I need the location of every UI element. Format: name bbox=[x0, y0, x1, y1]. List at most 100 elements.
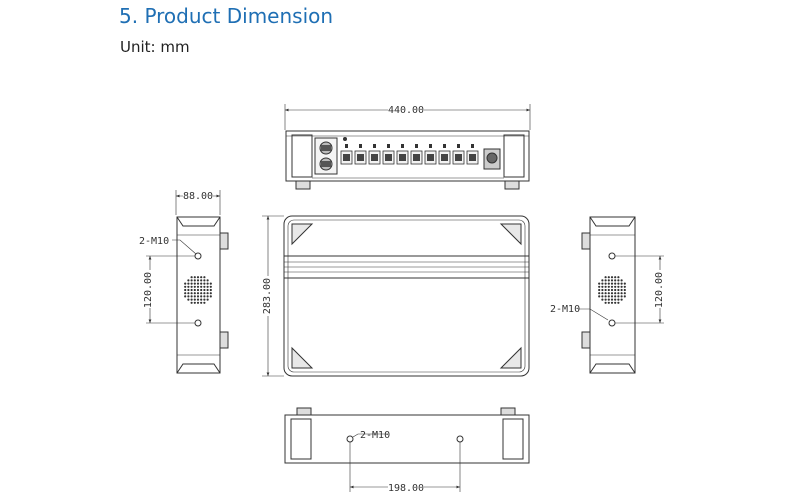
grill-dot bbox=[209, 282, 212, 285]
grill-dot bbox=[193, 276, 196, 279]
grill-dot bbox=[617, 279, 620, 282]
grill-dot bbox=[206, 288, 209, 292]
grill-dot bbox=[184, 285, 187, 288]
grill-dot bbox=[617, 285, 620, 288]
port-led bbox=[345, 144, 348, 148]
grill-dot bbox=[598, 295, 601, 298]
grill-dot bbox=[196, 295, 200, 298]
port-led bbox=[359, 144, 362, 148]
grill-dot bbox=[617, 295, 620, 298]
grill-dot bbox=[200, 285, 203, 288]
front-view bbox=[284, 104, 531, 190]
grill-dot bbox=[614, 288, 617, 292]
port-led bbox=[471, 144, 474, 148]
port-led bbox=[443, 144, 446, 148]
grill-dot bbox=[601, 288, 604, 292]
grill-dot bbox=[187, 282, 190, 285]
grill-dot bbox=[604, 285, 607, 288]
grill-dot bbox=[187, 298, 190, 301]
grill-dot bbox=[623, 282, 626, 285]
status-led bbox=[343, 137, 347, 141]
grill-dot bbox=[203, 288, 206, 292]
grill-dot bbox=[196, 285, 200, 288]
grill-dot bbox=[617, 298, 620, 301]
grill-dot bbox=[610, 295, 614, 298]
grill-dot bbox=[620, 279, 623, 282]
grill-dot bbox=[610, 279, 614, 282]
grill-dot bbox=[209, 292, 212, 295]
grill-dot bbox=[184, 288, 187, 292]
grill-dot bbox=[190, 288, 193, 292]
grill-dot bbox=[620, 288, 623, 292]
grill-dot bbox=[187, 292, 190, 295]
grill-dot bbox=[601, 298, 604, 301]
width-label: 440.00 bbox=[388, 105, 424, 116]
port-socket bbox=[427, 154, 434, 161]
port-socket bbox=[357, 154, 364, 161]
grill-dot bbox=[607, 288, 610, 292]
grill-dot bbox=[604, 295, 607, 298]
grill-dot bbox=[206, 285, 209, 288]
grill-dot bbox=[184, 292, 187, 295]
grill-dot bbox=[193, 282, 196, 285]
grill-dot bbox=[614, 276, 617, 279]
grill-dot bbox=[617, 292, 620, 295]
grill-dot bbox=[190, 282, 193, 285]
grill-dot bbox=[187, 295, 190, 298]
grill-dot bbox=[617, 301, 620, 304]
grill-dot bbox=[607, 285, 610, 288]
grill-dot bbox=[206, 298, 209, 301]
grill-dot bbox=[203, 295, 206, 298]
grill-dot bbox=[610, 285, 614, 288]
grill-dot bbox=[190, 298, 193, 301]
port-led bbox=[429, 144, 432, 148]
grill-dot bbox=[193, 288, 196, 292]
right-speaker-grill bbox=[598, 276, 626, 304]
grill-dot bbox=[200, 279, 203, 282]
grill-dot bbox=[620, 282, 623, 285]
grill-dot bbox=[206, 279, 209, 282]
grill-dot bbox=[607, 301, 610, 304]
grill-dot bbox=[604, 301, 607, 304]
grill-dot bbox=[610, 276, 614, 279]
port-socket bbox=[469, 154, 476, 161]
grill-dot bbox=[203, 301, 206, 304]
bottom-view bbox=[284, 407, 530, 492]
grill-dot bbox=[604, 276, 607, 279]
grill-dot bbox=[601, 292, 604, 295]
port-socket bbox=[413, 154, 420, 161]
grill-dot bbox=[200, 295, 203, 298]
grill-dot bbox=[209, 288, 212, 292]
grill-dot bbox=[196, 301, 200, 304]
grill-dot bbox=[607, 279, 610, 282]
grill-dot bbox=[190, 279, 193, 282]
grill-dot bbox=[206, 292, 209, 295]
grill-dot bbox=[617, 288, 620, 292]
port-socket bbox=[441, 154, 448, 161]
grill-dot bbox=[200, 298, 203, 301]
grill-dot bbox=[610, 292, 614, 295]
grill-dot bbox=[203, 285, 206, 288]
port-socket bbox=[371, 154, 378, 161]
grill-dot bbox=[190, 276, 193, 279]
grill-dot bbox=[184, 282, 187, 285]
grill-dot bbox=[190, 301, 193, 304]
grill-dot bbox=[620, 292, 623, 295]
grill-dot bbox=[604, 279, 607, 282]
grill-dot bbox=[614, 292, 617, 295]
side-width-label: 88.00 bbox=[183, 191, 213, 202]
left-hole-spacing-label: 120.00 bbox=[143, 272, 154, 308]
right-hole-spacing-label: 120.00 bbox=[654, 272, 665, 308]
grill-dot bbox=[193, 285, 196, 288]
grill-dot bbox=[203, 298, 206, 301]
left-speaker-grill bbox=[184, 276, 212, 304]
port-socket bbox=[399, 154, 406, 161]
grill-dot bbox=[623, 292, 626, 295]
grill-dot bbox=[193, 279, 196, 282]
grill-dot bbox=[196, 276, 200, 279]
grill-dot bbox=[184, 295, 187, 298]
port-led bbox=[373, 144, 376, 148]
port-led bbox=[401, 144, 404, 148]
grill-dot bbox=[614, 282, 617, 285]
grill-dot bbox=[203, 282, 206, 285]
